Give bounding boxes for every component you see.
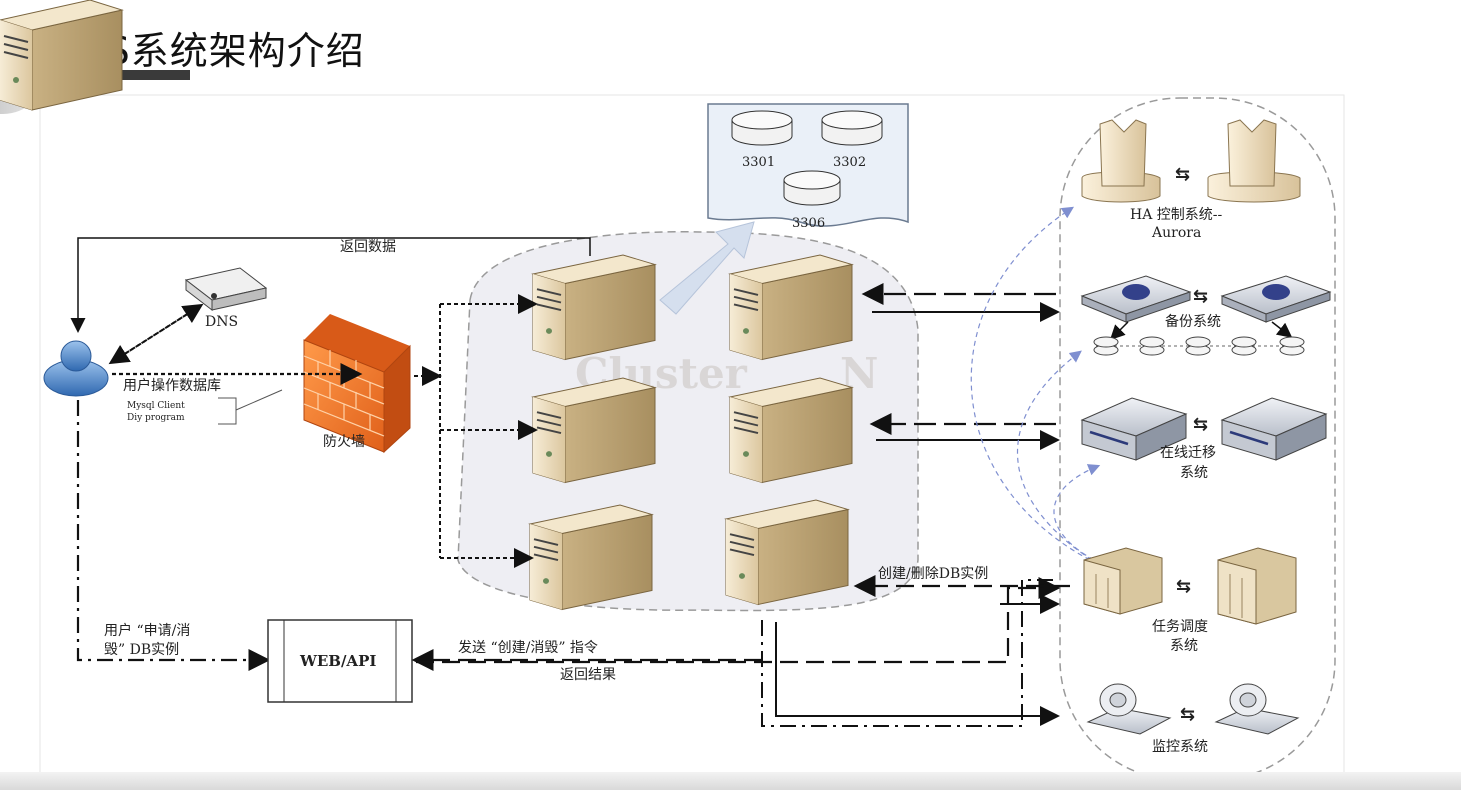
send-cmd-label: 发送 “创建/消毁” 指令 <box>458 640 598 656</box>
user-apply-line1: 用户 “申请/消 <box>104 622 190 639</box>
migration-node-right-icon <box>1220 397 1328 461</box>
user-apply-line2: 毁” DB实例 <box>104 642 179 658</box>
ha-sync-icon: ⇆ <box>1175 164 1190 185</box>
scheduler-node-right-icon <box>1217 547 1297 625</box>
db-port-3302: 3302 <box>833 155 866 170</box>
monitor-node-right-icon <box>1214 683 1300 735</box>
backup-node-right-icon <box>1220 275 1332 323</box>
cluster-to-db-arrow <box>659 221 755 315</box>
web-api-box <box>267 619 413 703</box>
migration-node-left-icon <box>1080 397 1188 461</box>
scheduler-feedback-link <box>761 579 1056 727</box>
scheduler-ha-link <box>970 206 1091 561</box>
dns-server-icon <box>184 267 268 312</box>
ha-label-line1: HA 控制系统-- <box>1130 207 1222 223</box>
backup-label: 备份系统 <box>1165 313 1221 330</box>
db-disk-3301 <box>731 110 793 146</box>
return-result-label: 返回结果 <box>560 667 616 683</box>
cluster-server-4 <box>729 377 853 484</box>
create-delete-db-label: 创建/删除DB实例 <box>878 566 988 582</box>
monitor-label: 监控系统 <box>1152 739 1208 755</box>
scheduler-sync-icon: ⇆ <box>1176 576 1191 597</box>
db-port-3301: 3301 <box>742 155 775 170</box>
ha-label-line2: Aurora <box>1151 225 1201 241</box>
migration-label-line1: 在线迁移 <box>1160 445 1216 461</box>
cluster-server-6 <box>725 499 849 606</box>
scheduler-migration-link <box>1053 464 1101 561</box>
web-api-label: WEB/API <box>299 652 376 670</box>
dns-user-link <box>108 305 201 365</box>
cluster-server-2 <box>729 254 853 361</box>
backup-node-left-icon <box>1080 275 1192 323</box>
db-port-3306: 3306 <box>792 216 825 231</box>
monitor-link <box>775 622 1060 726</box>
scheduler-label-line1: 任务调度 <box>1152 619 1208 635</box>
cluster-server-1 <box>532 254 656 361</box>
ha-node-right-icon <box>1207 119 1301 203</box>
migration-label-line2: 系统 <box>1180 465 1208 481</box>
scheduler-backup-link <box>1017 350 1093 561</box>
migration-sync-icon: ⇆ <box>1193 414 1208 435</box>
mysql-client-label: Mysql Client <box>127 401 185 411</box>
db-disk-3306 <box>783 170 841 206</box>
return-data-label: 返回数据 <box>340 239 396 255</box>
user-webapi-link <box>76 400 271 671</box>
cluster-server-3 <box>532 377 656 484</box>
scheduler-label-line2: 系统 <box>1170 638 1198 654</box>
dns-label: DNS <box>205 314 238 330</box>
return-data-line <box>70 237 591 333</box>
cluster-server-5 <box>529 504 653 611</box>
firewall-label: 防火墙 <box>323 434 365 450</box>
user-op-db-label: 用户操作数据库 <box>123 377 221 394</box>
user-icon <box>43 340 109 397</box>
monitor-sync-icon: ⇆ <box>1180 704 1195 725</box>
diy-program-label: Diy program <box>127 413 185 423</box>
slide-bottom-bar <box>0 772 1461 790</box>
db-disk-3302 <box>821 110 883 146</box>
firewall-icon <box>303 314 411 454</box>
backup-sync-icon: ⇆ <box>1193 286 1208 307</box>
scheduler-node-left-icon <box>1083 547 1163 615</box>
db-server-template <box>0 0 124 111</box>
ha-node-left-icon <box>1081 119 1161 203</box>
client-bracket-pointer <box>235 389 283 411</box>
client-bracket <box>218 397 237 425</box>
send-cmd-link <box>416 577 1061 664</box>
monitor-node-left-icon <box>1086 683 1172 735</box>
